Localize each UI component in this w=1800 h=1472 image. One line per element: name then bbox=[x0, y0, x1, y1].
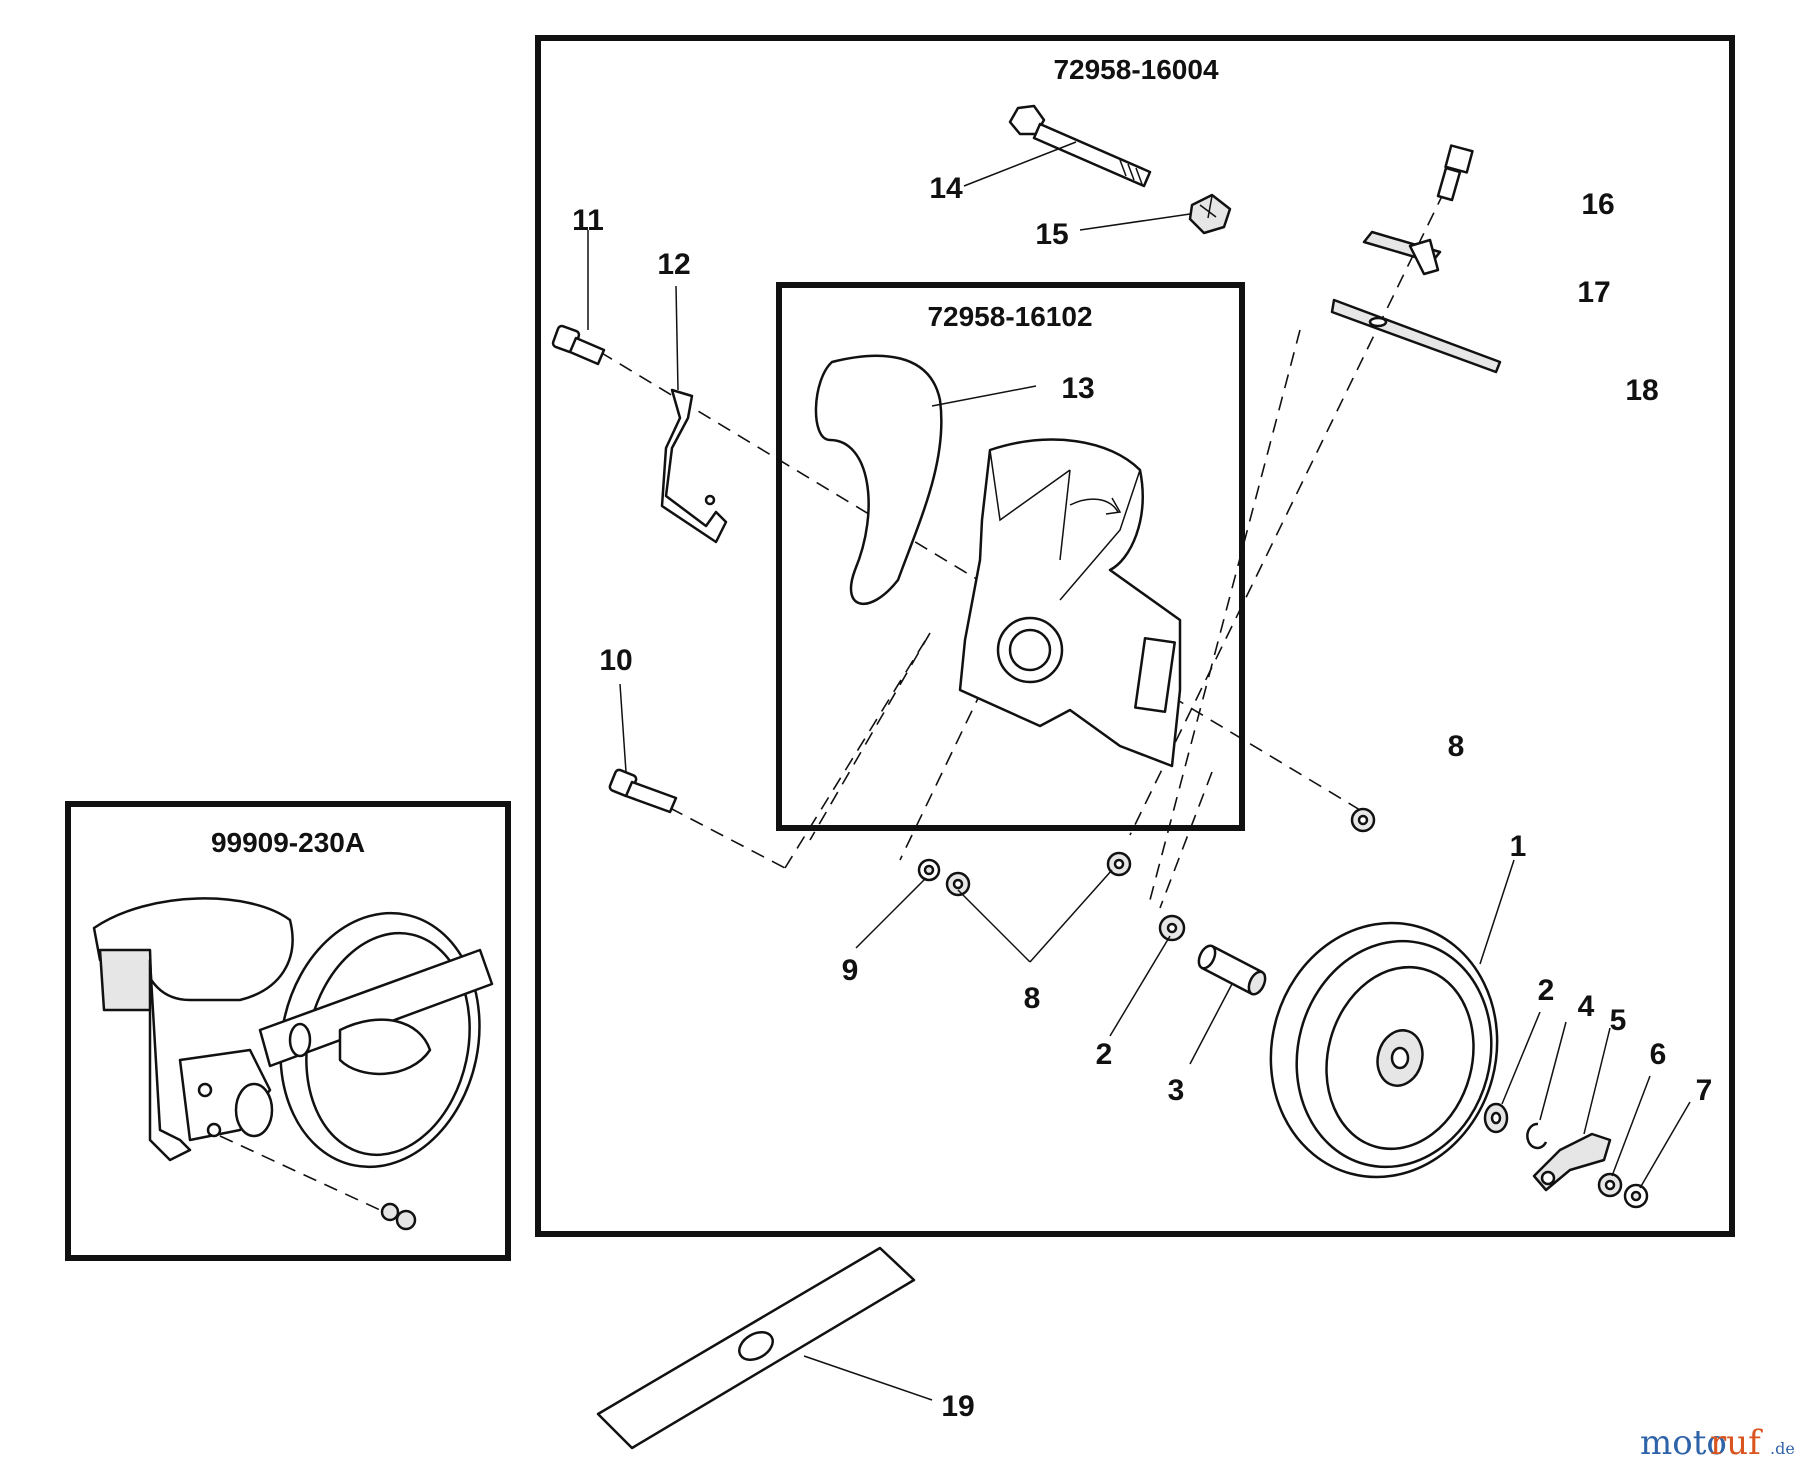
washer-9-part bbox=[917, 858, 941, 882]
cap-screw-part bbox=[1436, 144, 1474, 202]
inset-box bbox=[65, 801, 511, 1261]
motoruf-watermark: moto ruf .de bbox=[1640, 1423, 1795, 1463]
wheel-part bbox=[1269, 921, 1499, 1179]
callout-16: 16 bbox=[1581, 188, 1614, 221]
guard-assembly-box bbox=[776, 282, 1245, 831]
callout-5: 5 bbox=[1610, 1004, 1627, 1037]
svg-text:ruf: ruf bbox=[1710, 1423, 1763, 1463]
edger-blade-part bbox=[596, 1246, 916, 1450]
leader-lines bbox=[587, 141, 1691, 1401]
guard-pad-part bbox=[814, 354, 943, 606]
callout-3: 3 bbox=[1168, 1074, 1185, 1107]
blade-adapter-part bbox=[1362, 230, 1442, 276]
callout-15: 15 bbox=[1035, 218, 1068, 251]
svg-text:moto: moto bbox=[1640, 1423, 1727, 1463]
bolt-11-part bbox=[551, 324, 606, 366]
long-bolt-part bbox=[1008, 104, 1152, 188]
callouts: 1 2 2 3 4 5 6 7 8 8 9 10 11 12 13 14 15 … bbox=[572, 172, 1712, 1423]
nut-7-part bbox=[1623, 1183, 1649, 1209]
callout-12: 12 bbox=[657, 248, 690, 281]
callout-9: 9 bbox=[842, 954, 859, 987]
inset-assembly-code: 99909-230A bbox=[211, 827, 365, 858]
callout-4: 4 bbox=[1578, 990, 1595, 1023]
main-assembly-code: 72958-16004 bbox=[1053, 54, 1218, 85]
guard-housing-part bbox=[958, 438, 1182, 768]
nut-8-left-part bbox=[945, 871, 971, 897]
bolt-10-part bbox=[608, 768, 678, 814]
clip-nut-part bbox=[1188, 193, 1232, 235]
callout-1: 1 bbox=[1510, 830, 1527, 863]
nut-8-right-part bbox=[1106, 851, 1132, 877]
washer-2-right-part bbox=[1483, 1102, 1509, 1134]
callout-6: 6 bbox=[1650, 1038, 1667, 1071]
callout-8-right: 8 bbox=[1448, 730, 1465, 763]
callout-2-left: 2 bbox=[1096, 1038, 1113, 1071]
callout-8-bottom: 8 bbox=[1024, 982, 1041, 1015]
blade-plate-part bbox=[1330, 298, 1502, 374]
callout-18: 18 bbox=[1625, 374, 1658, 407]
main-assembly-box bbox=[535, 35, 1735, 1237]
nut-6-part bbox=[1597, 1172, 1623, 1198]
callout-13: 13 bbox=[1061, 372, 1094, 405]
flange-nut-part bbox=[1350, 807, 1376, 833]
svg-text:.de: .de bbox=[1770, 1439, 1795, 1458]
washer-2-left-part bbox=[1158, 914, 1186, 942]
callout-19: 19 bbox=[941, 1390, 974, 1423]
retaining-ring-part bbox=[1526, 1122, 1548, 1150]
inset-illustration bbox=[92, 897, 494, 1231]
bracket-part bbox=[660, 388, 728, 544]
callout-11: 11 bbox=[572, 204, 604, 237]
callout-2-right: 2 bbox=[1538, 974, 1555, 1007]
callout-7: 7 bbox=[1696, 1074, 1713, 1107]
guard-assembly-code: 72958-16102 bbox=[927, 301, 1092, 332]
callout-14: 14 bbox=[929, 172, 963, 205]
spacer-part bbox=[1197, 944, 1267, 996]
height-lever-part bbox=[1532, 1132, 1612, 1192]
callout-10: 10 bbox=[599, 644, 632, 677]
callout-17: 17 bbox=[1577, 276, 1610, 309]
